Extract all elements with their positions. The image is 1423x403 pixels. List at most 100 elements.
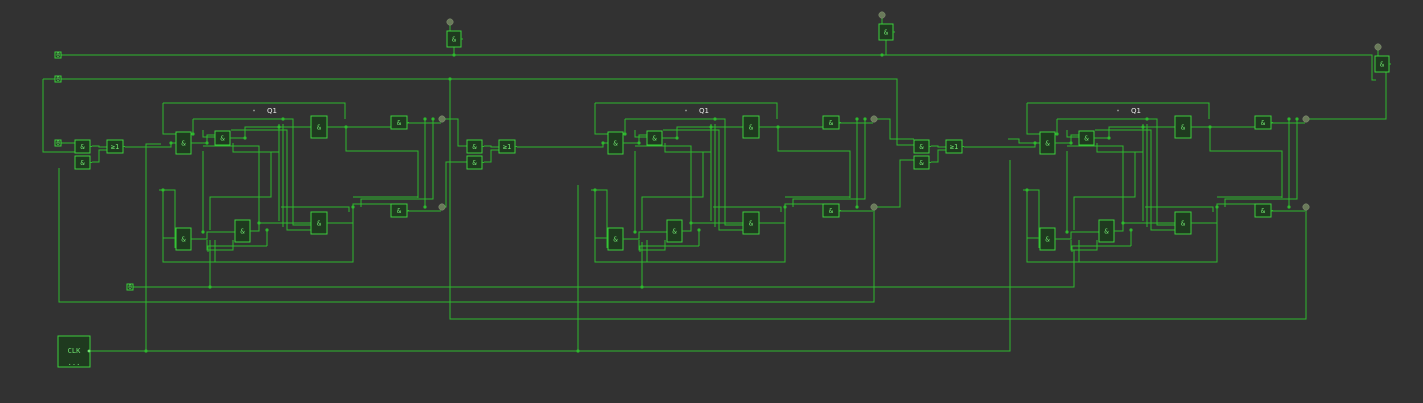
top-and-gate-1-label: & — [452, 36, 457, 44]
stage-3-slave-and-top[interactable]: & — [1174, 115, 1193, 139]
wire-50 — [207, 245, 267, 252]
stage-2-master-and-top-label: & — [613, 140, 618, 148]
wire-junction — [1025, 188, 1029, 192]
top-probe-1[interactable] — [446, 18, 454, 26]
wire-62 — [517, 142, 608, 148]
stage-1-output-and-top[interactable]: & — [390, 115, 409, 130]
stage-3-input-and-2[interactable]: & — [913, 155, 931, 170]
input-toggle-4[interactable]: 0 — [126, 283, 134, 291]
wire-57 — [206, 240, 234, 251]
wire-114 — [1026, 203, 1255, 263]
clock-label: CLK — [68, 347, 81, 355]
stage-1-master-nand-bottom[interactable]: & — [234, 219, 252, 243]
wire-60 — [484, 145, 499, 148]
wire-61 — [484, 149, 499, 163]
stage-2-master-nand-top-label: & — [652, 135, 657, 143]
wire-92 — [638, 240, 666, 251]
input-toggle-2[interactable]: 0 — [54, 75, 62, 83]
stage-3-master-nand-bottom[interactable]: & — [1098, 219, 1116, 243]
stage-3-or-gate[interactable]: ≥1 — [945, 139, 964, 154]
stage-2-output-and-top-label: & — [829, 119, 834, 127]
stage-1-master-and-bottom[interactable]: & — [175, 227, 193, 251]
stage-1-q-output-probe[interactable] — [438, 115, 446, 123]
wire-junction — [697, 228, 701, 232]
stage-3-master-nand-top[interactable]: & — [1078, 130, 1096, 146]
wire-19 — [442, 118, 467, 147]
stage-3-master-and-top-label: & — [1045, 140, 1050, 148]
stage-1-output-and-bottom[interactable]: & — [390, 203, 409, 218]
wire-101 — [1114, 222, 1175, 232]
top-and-gate-2-label: & — [884, 29, 889, 37]
wire-68 — [594, 103, 608, 135]
top-and-gate-3[interactable]: & — [1374, 55, 1391, 73]
wire-128 — [1023, 189, 1040, 248]
stage-2-q-output-probe[interactable] — [870, 115, 878, 123]
stage-2-master-nand-bottom-label: & — [672, 228, 677, 236]
stage-1-master-nand-top[interactable]: & — [214, 130, 232, 146]
stage-2-or-gate[interactable]: ≥1 — [498, 139, 517, 154]
stage-1-or-gate-label: ≥1 — [111, 143, 119, 151]
stage-1-master-and-top[interactable]: & — [175, 131, 193, 155]
wire-37 — [231, 129, 311, 231]
stage-2-qbar-output-probe[interactable] — [870, 203, 878, 211]
wire-junction — [640, 285, 644, 289]
stage-3-output-and-bottom[interactable]: & — [1254, 203, 1273, 218]
input-toggle-4-box — [126, 283, 134, 291]
input-toggle-3[interactable]: 0 — [54, 139, 62, 147]
input-toggle-2-box — [54, 75, 62, 83]
clock-source[interactable]: CLK... — [57, 335, 91, 368]
wire-75 — [641, 152, 704, 230]
wire-junction — [1121, 221, 1125, 225]
top-probe-3[interactable] — [1374, 43, 1382, 51]
stage-3-input-and-1-label: & — [919, 143, 924, 151]
stage-3-q-output-probe[interactable] — [1302, 115, 1310, 123]
stage-2-slave-and-bottom-label: & — [749, 220, 754, 228]
wire-125 — [1224, 119, 1298, 207]
stage-3-qbar-output-probe[interactable] — [1302, 203, 1310, 211]
wire-85 — [639, 245, 699, 252]
wire-junction — [855, 117, 859, 121]
stage-3-master-and-top[interactable]: & — [1039, 131, 1057, 155]
wire-43 — [162, 190, 176, 239]
top-probe-2[interactable] — [878, 11, 886, 19]
stage-2-master-nand-top[interactable]: & — [646, 130, 664, 146]
stage-2-input-and-1[interactable]: & — [466, 139, 484, 154]
top-and-gate-2[interactable]: & — [878, 23, 895, 41]
top-and-gate-3-label: & — [1380, 61, 1385, 69]
wire-96 — [931, 149, 946, 163]
stage-1-qbar-output-probe[interactable] — [438, 203, 446, 211]
stage-2-output-and-top[interactable]: & — [822, 115, 841, 130]
wire-junction — [452, 53, 456, 57]
stage-2-master-and-bottom[interactable]: & — [607, 227, 625, 251]
stage-3-input-and-2-label: & — [919, 159, 924, 167]
wire-18 — [1306, 71, 1387, 120]
wire-106 — [1066, 130, 1079, 138]
wire-66 — [682, 222, 743, 232]
stage-1-input-and-1[interactable]: & — [74, 139, 92, 154]
stage-1-slave-and-bottom[interactable]: & — [310, 211, 329, 235]
stage-2-slave-and-top[interactable]: & — [742, 115, 761, 139]
stage-2-master-nand-bottom[interactable]: & — [666, 219, 684, 243]
stage-1-input-and-2-label: & — [80, 159, 85, 167]
stage-3-output-and-top[interactable]: & — [1254, 115, 1273, 130]
stage-1-slave-and-top[interactable]: & — [310, 115, 329, 139]
wire-98 — [1055, 134, 1079, 144]
stage-2-output-and-bottom[interactable]: & — [822, 203, 841, 218]
stage-2-slave-and-bottom[interactable]: & — [742, 211, 761, 235]
wire-junction — [1295, 117, 1299, 121]
stage-3-slave-and-bottom[interactable]: & — [1174, 211, 1193, 235]
stage-3-master-and-bottom[interactable]: & — [1039, 227, 1057, 251]
wire-58 — [159, 189, 176, 248]
stage-1-or-gate[interactable]: ≥1 — [106, 139, 125, 154]
stage-2-master-and-top[interactable]: & — [607, 131, 625, 155]
stage-3-input-and-1[interactable]: & — [913, 139, 931, 154]
input-toggle-4-value: 0 — [128, 284, 132, 291]
wire-junction — [201, 230, 205, 234]
wire-junction — [633, 230, 637, 234]
stage-2-input-and-2[interactable]: & — [466, 155, 484, 170]
top-and-gate-1[interactable]: & — [446, 30, 463, 48]
stage-1-input-and-2[interactable]: & — [74, 155, 92, 170]
wire-12 — [449, 79, 1307, 320]
wire-102 — [1027, 102, 1210, 119]
input-toggle-1[interactable]: 0 — [54, 51, 62, 59]
